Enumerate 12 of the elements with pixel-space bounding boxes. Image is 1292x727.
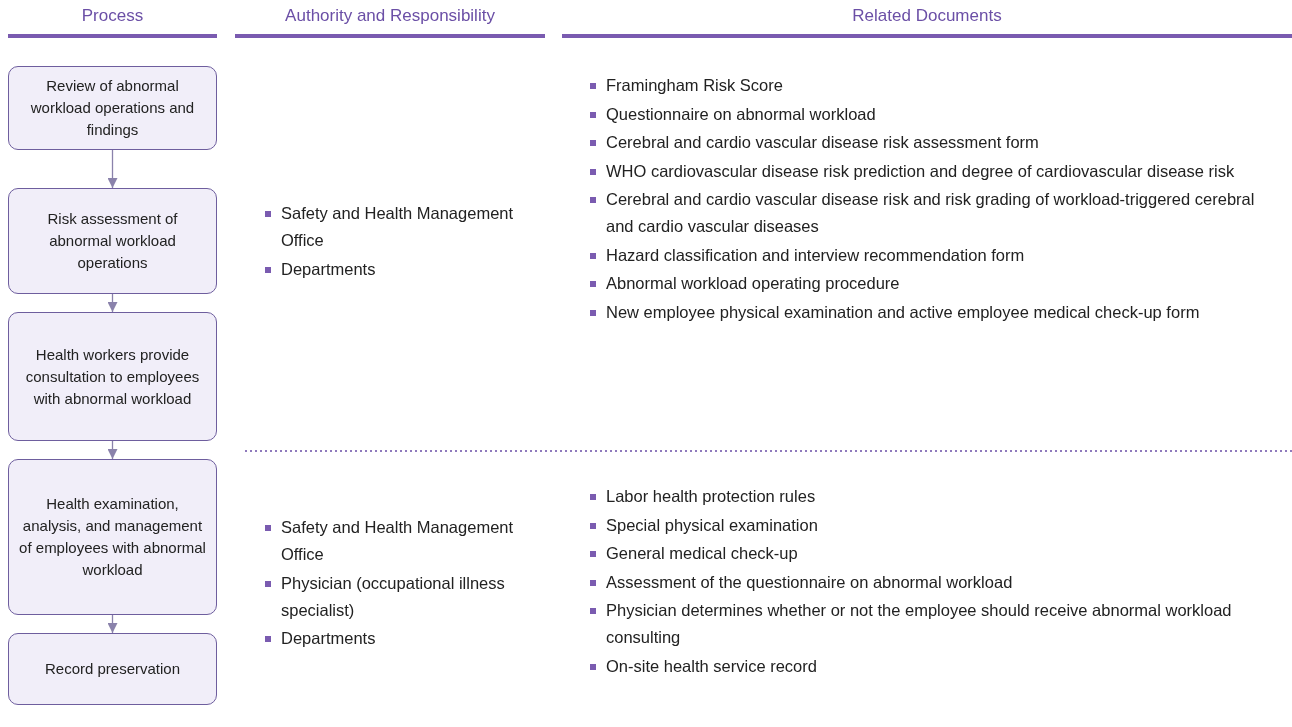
process-box: Health workers provide consultation to employees with abnormal workload: [8, 312, 217, 441]
process-box: Risk assessment of abnormal workload operations: [8, 188, 217, 294]
process-box: Health examination, analysis, and management of employees with abnormal workload: [8, 459, 217, 615]
arrow: [107, 149, 118, 189]
arrow: [107, 293, 118, 313]
process-box: Review of abnormal workload operations and findings: [8, 66, 217, 150]
column-header: Related Documents: [562, 6, 1292, 38]
arrow: [107, 614, 118, 634]
arrow: [107, 440, 118, 460]
process-box: Record preservation: [8, 633, 217, 705]
column-header: Authority and Responsibility: [235, 6, 545, 38]
column-header: Process: [8, 6, 217, 38]
